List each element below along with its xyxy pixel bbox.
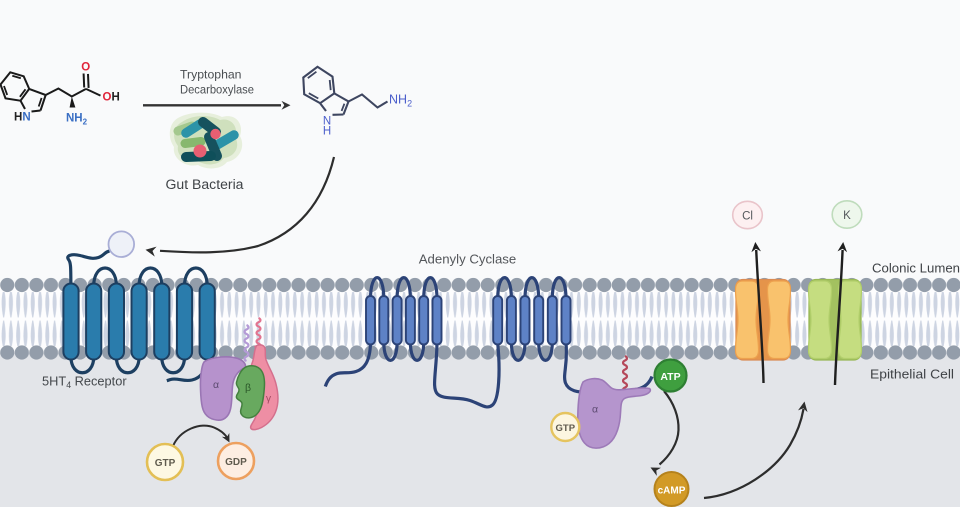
svg-text:Cl: Cl	[742, 211, 753, 223]
svg-text:5HT4 Receptor: 5HT4 Receptor	[42, 374, 127, 391]
svg-text:α: α	[592, 404, 598, 416]
svg-text:GTP: GTP	[155, 458, 176, 469]
svg-text:GTP: GTP	[556, 423, 576, 434]
svg-text:γ: γ	[266, 393, 272, 405]
svg-text:Colonic Lumen: Colonic Lumen	[872, 261, 960, 276]
svg-text:Epithelial Cell: Epithelial Cell	[870, 367, 954, 382]
svg-text:ATP: ATP	[660, 371, 680, 383]
svg-text:GDP: GDP	[225, 457, 247, 468]
svg-text:O: O	[81, 62, 90, 74]
svg-text:OH: OH	[103, 92, 120, 104]
svg-text:K: K	[843, 210, 851, 222]
svg-text:H: H	[323, 126, 331, 138]
svg-text:Gut Bacteria: Gut Bacteria	[166, 177, 244, 192]
svg-text:β: β	[245, 382, 251, 394]
svg-text:cAMP: cAMP	[658, 486, 686, 497]
svg-text:HN: HN	[14, 112, 31, 124]
svg-text:α: α	[213, 379, 219, 391]
svg-text:Tryptophan: Tryptophan	[180, 68, 242, 82]
svg-text:Adenyly Cyclase: Adenyly Cyclase	[419, 252, 516, 267]
svg-text:Decarboxylase: Decarboxylase	[180, 83, 254, 97]
